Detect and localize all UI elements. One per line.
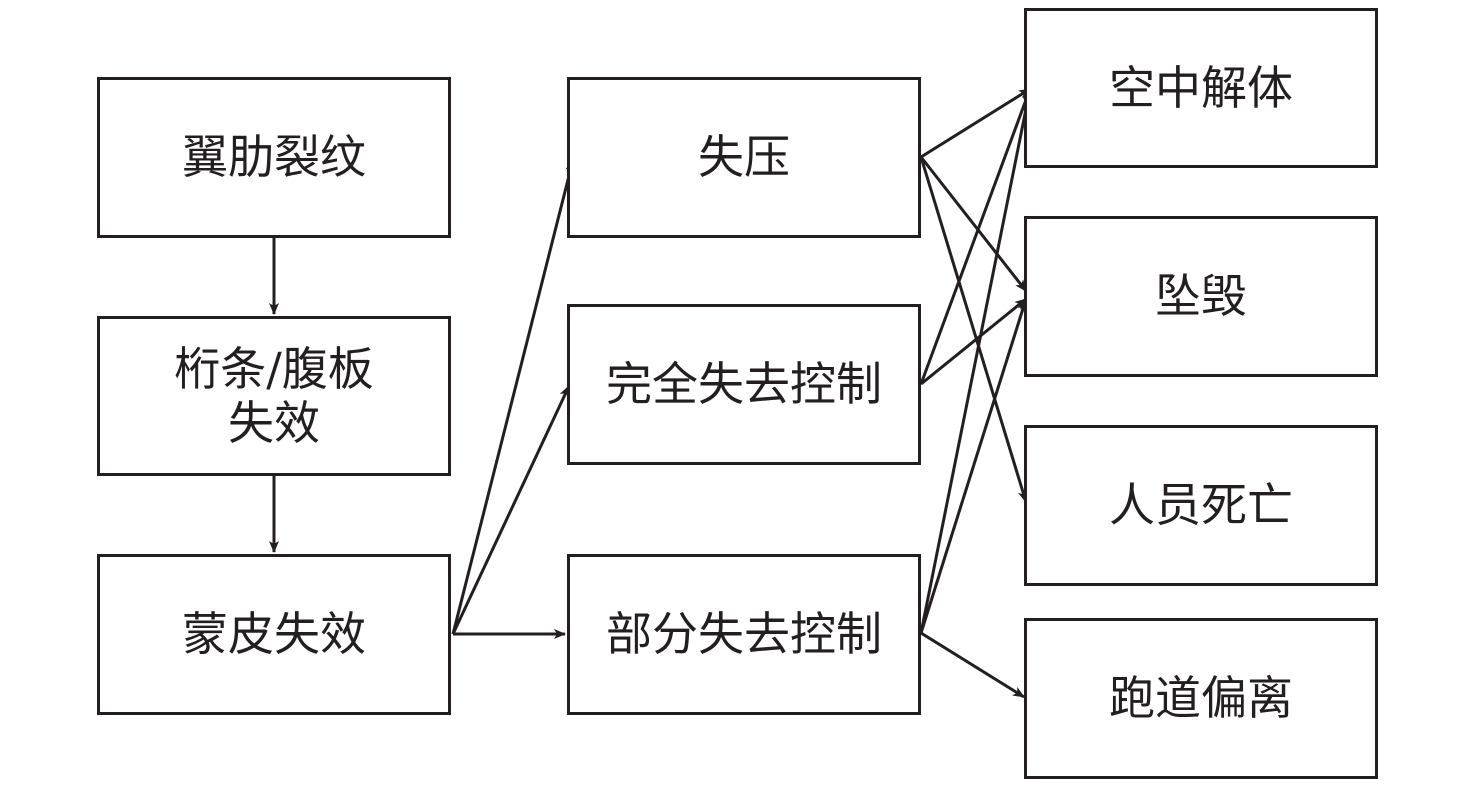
node-inflight-breakup: 空中解体 — [1024, 8, 1378, 168]
edge-depressurization-to-fatalities — [919, 156, 1028, 503]
node-label: 蒙皮失效 — [182, 607, 366, 662]
node-label: 失压 — [698, 130, 790, 185]
node-runway-excursion: 跑道偏离 — [1024, 618, 1378, 779]
edge-skin-failure-to-depressurization — [451, 159, 576, 635]
edge-total-loss-of-control-to-inflight-breakup — [919, 88, 1032, 385]
node-label: 部分失去控制 — [606, 607, 882, 662]
edge-partial-loss-of-control-to-crash — [919, 298, 1028, 634]
node-partial-loss-of-control: 部分失去控制 — [567, 554, 921, 715]
edge-depressurization-to-crash — [919, 156, 1028, 292]
node-fatalities: 人员死亡 — [1024, 425, 1378, 586]
node-label: 桁条/腹板 失效 — [174, 341, 374, 450]
node-label: 坠毁 — [1155, 269, 1247, 324]
node-label: 人员死亡 — [1109, 478, 1293, 533]
edge-skin-failure-to-total-loss-of-control — [451, 385, 571, 635]
node-label: 跑道偏离 — [1109, 671, 1293, 726]
node-depressurization: 失压 — [567, 77, 921, 238]
edge-partial-loss-of-control-to-inflight-breakup — [919, 88, 1033, 634]
node-skin-failure: 蒙皮失效 — [97, 554, 451, 715]
node-crash: 坠毁 — [1024, 216, 1378, 377]
edge-depressurization-to-inflight-breakup — [920, 87, 1031, 159]
node-label: 完全失去控制 — [606, 357, 882, 412]
node-label: 翼肋裂纹 — [182, 130, 366, 185]
edge-partial-loss-of-control-to-runway-excursion — [920, 631, 1025, 699]
edge-total-loss-of-control-to-crash — [920, 297, 1027, 386]
node-total-loss-of-control: 完全失去控制 — [567, 304, 921, 465]
node-rib-crack: 翼肋裂纹 — [97, 77, 451, 238]
node-stringer-web-failure: 桁条/腹板 失效 — [97, 316, 451, 476]
node-label: 空中解体 — [1109, 60, 1293, 115]
